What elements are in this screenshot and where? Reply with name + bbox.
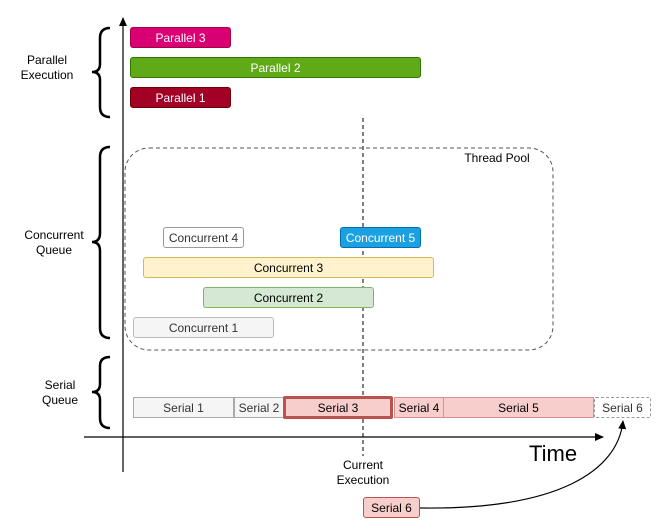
serial-queue-label: Serial Queue [41, 378, 79, 407]
concurrent-4-task: Concurrent 4 [163, 227, 244, 248]
current-execution-label: Current Execution [336, 458, 390, 487]
concurrent-brace [91, 145, 111, 340]
parallel-3-task: Parallel 3 [130, 27, 231, 48]
time-axis-label: Time [529, 441, 578, 466]
serial-4-task: Serial 4 [394, 397, 444, 418]
thread-pool-region [124, 147, 554, 351]
parallel-1-task: Parallel 1 [130, 87, 231, 108]
serial-5-task: Serial 5 [443, 397, 594, 418]
concurrent-queue-label: Concurrent Queue [24, 228, 84, 257]
serial-6-queued-task: Serial 6 [594, 397, 651, 418]
concurrent-5-task: Concurrent 5 [340, 227, 421, 248]
parallel-2-task: Parallel 2 [130, 57, 421, 78]
serial-1-task: Serial 1 [133, 397, 234, 418]
serial-2-task: Serial 2 [234, 397, 284, 418]
concurrent-2-task: Concurrent 2 [203, 287, 374, 308]
concurrent-1-task: Concurrent 1 [133, 317, 274, 338]
thread-pool-label: Thread Pool [464, 151, 530, 165]
enqueue-arrow [419, 420, 627, 509]
concurrent-3-task: Concurrent 3 [143, 257, 434, 278]
parallel-execution-label: Parallel Execution [20, 53, 74, 82]
serial-brace [91, 355, 111, 430]
serial-6-incoming-task: Serial 6 [363, 497, 420, 518]
parallel-brace [91, 26, 111, 119]
serial-3-current-task: Serial 3 [283, 396, 393, 419]
